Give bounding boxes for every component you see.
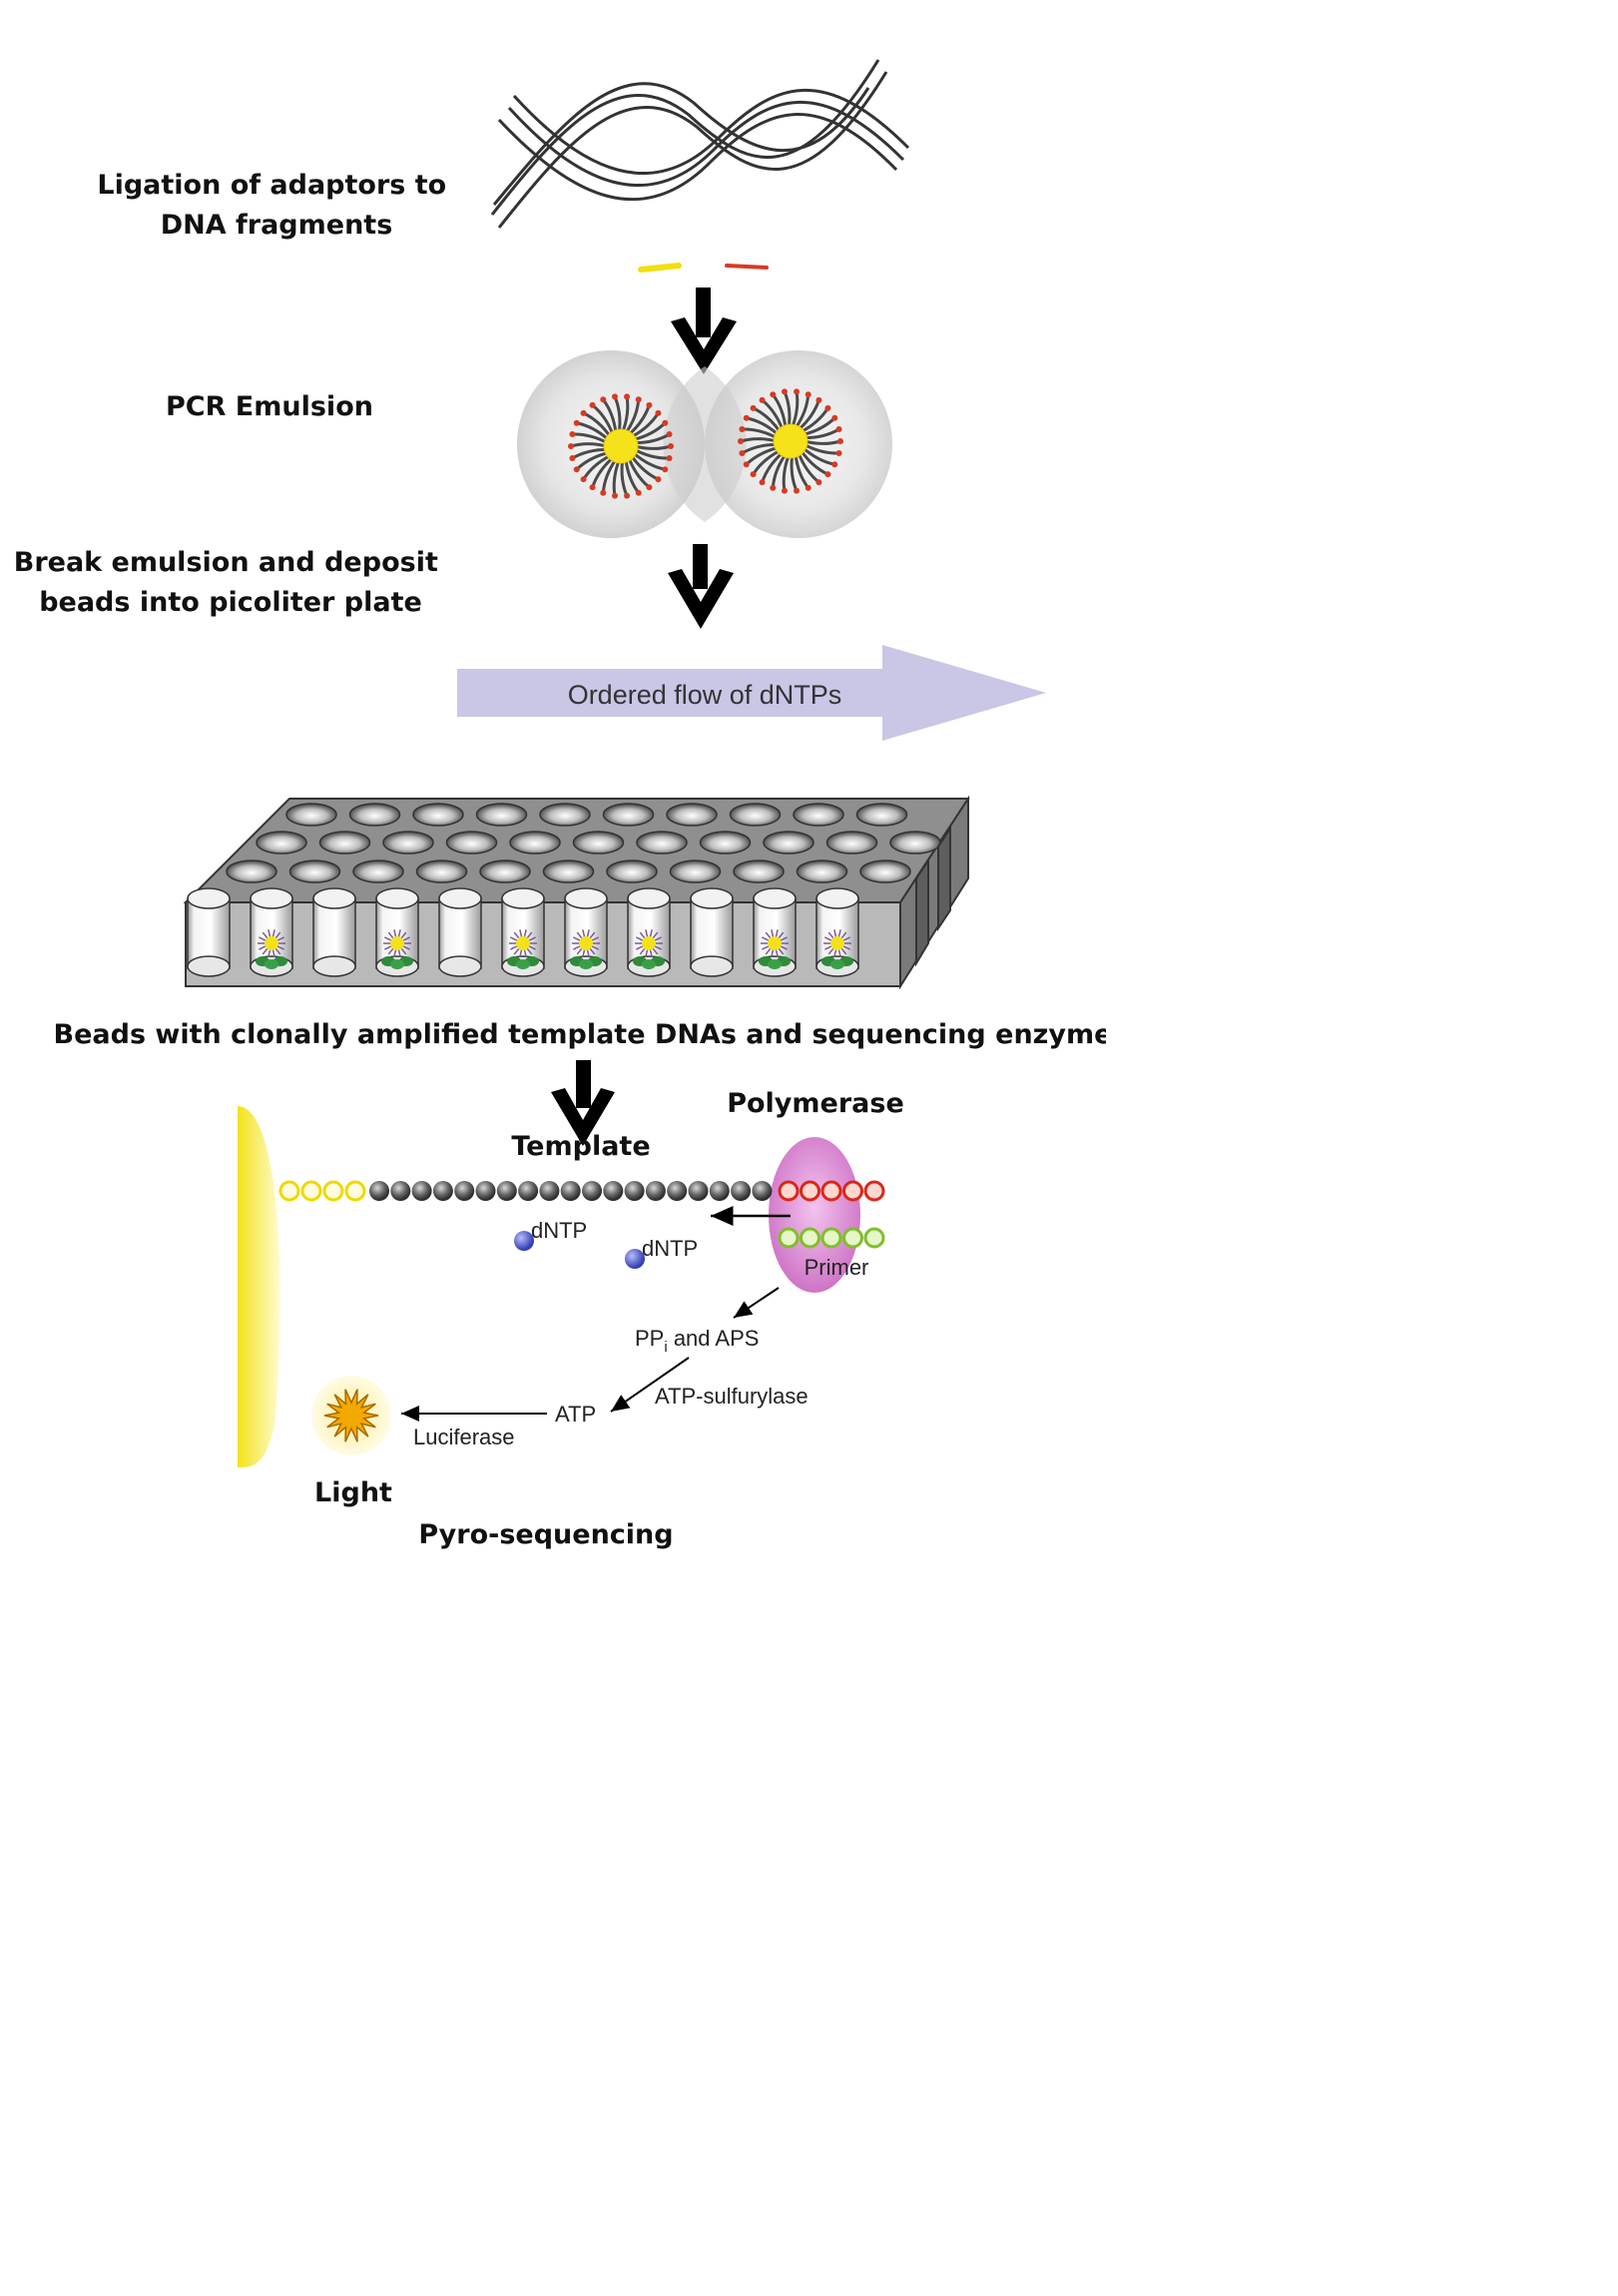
pyrosequencing-workflow-diagram: Ligation of adaptors to DNA fragments PC…	[0, 0, 1106, 1565]
plate-well	[825, 831, 878, 855]
dna-fragments-illustration	[490, 59, 910, 229]
plate-well	[256, 831, 307, 855]
empty-well	[187, 887, 231, 977]
down-arrow-3	[551, 1060, 615, 1146]
down-arrow-1	[671, 287, 737, 374]
emulsion-droplets	[517, 350, 892, 538]
polymerase-enzyme	[769, 1137, 860, 1293]
well-with-bead	[627, 887, 671, 977]
plate-well	[226, 860, 277, 883]
light-burst-icon	[311, 1376, 391, 1455]
dntp-flow-label: Ordered flow of dNTPs	[568, 680, 842, 710]
amplified-bead-left	[568, 393, 674, 499]
plate-well	[445, 831, 498, 855]
plate-well	[602, 803, 655, 827]
picoliter-plate	[183, 795, 970, 990]
plate-well	[348, 803, 401, 827]
well-with-bead	[250, 887, 293, 977]
plate-well	[509, 831, 561, 855]
break-emulsion-label: Break emulsion and deposit beads into pi…	[14, 547, 448, 618]
plate-well	[733, 860, 785, 883]
plate-well	[288, 860, 341, 883]
empty-well	[438, 887, 482, 977]
down-arrow-2	[668, 544, 734, 629]
plate-well	[285, 803, 337, 827]
dntp-molecule-1: dNTP	[514, 1218, 587, 1251]
plate-cross-section-wells	[187, 887, 859, 977]
template-label: Template	[511, 1131, 650, 1162]
dntp-label-1: dNTP	[531, 1218, 587, 1243]
atp-label: ATP	[555, 1402, 596, 1427]
plate-well	[763, 831, 814, 855]
plate-well	[889, 831, 941, 855]
plate-well	[382, 831, 434, 855]
well-with-bead	[501, 887, 545, 977]
polymerase-label: Polymerase	[727, 1088, 904, 1119]
well-with-bead	[753, 887, 797, 977]
well-with-bead	[815, 887, 859, 977]
plate-well	[729, 803, 782, 827]
plate-well	[699, 831, 752, 855]
plate-well	[666, 803, 718, 827]
adaptor-red	[725, 264, 769, 270]
plate-well	[542, 860, 595, 883]
plate-well	[796, 860, 848, 883]
plate-well	[475, 803, 528, 827]
template-strand	[278, 1180, 885, 1202]
adaptors	[638, 263, 769, 273]
plate-wells	[226, 803, 941, 883]
plate-well	[415, 860, 468, 883]
ligation-label: Ligation of adaptors to DNA fragments	[97, 170, 455, 241]
plate-well	[606, 860, 658, 883]
ppi-label: PPi and APS	[635, 1326, 759, 1356]
plate-well	[793, 803, 844, 827]
dntp-label-2: dNTP	[642, 1236, 698, 1261]
sulfurylase-label: ATP-sulfurylase	[655, 1384, 809, 1409]
plate-well	[572, 831, 625, 855]
pyrosequencing-title: Pyro-sequencing	[418, 1519, 673, 1550]
plate-well	[855, 803, 908, 827]
sulfurylase-arrow	[610, 1357, 690, 1413]
well-with-bead	[375, 887, 419, 977]
light-label: Light	[314, 1477, 392, 1508]
adaptor-yellow	[638, 263, 682, 273]
ppi-release-arrow	[733, 1287, 780, 1319]
plate-well	[318, 831, 371, 855]
luciferase-label: Luciferase	[413, 1425, 515, 1449]
primer-strand	[778, 1227, 885, 1249]
empty-well	[312, 887, 356, 977]
amplified-bead-right	[738, 388, 843, 494]
plate-well	[859, 860, 911, 883]
pcr-emulsion-label: PCR Emulsion	[166, 391, 373, 422]
empty-well	[690, 887, 734, 977]
plate-well	[352, 860, 404, 883]
plate-well	[479, 860, 531, 883]
well-with-bead	[564, 887, 608, 977]
beads-caption: Beads with clonally amplified template D…	[54, 1019, 1107, 1050]
plate-well	[412, 803, 464, 827]
plate-well	[539, 803, 591, 827]
dntp-flow-arrow: Ordered flow of dNTPs	[457, 645, 1046, 741]
bead-surface	[238, 1106, 280, 1467]
dntp-molecule-2: dNTP	[625, 1236, 698, 1269]
primer-label: Primer	[805, 1255, 869, 1280]
plate-well	[669, 860, 722, 883]
plate-well	[636, 831, 688, 855]
